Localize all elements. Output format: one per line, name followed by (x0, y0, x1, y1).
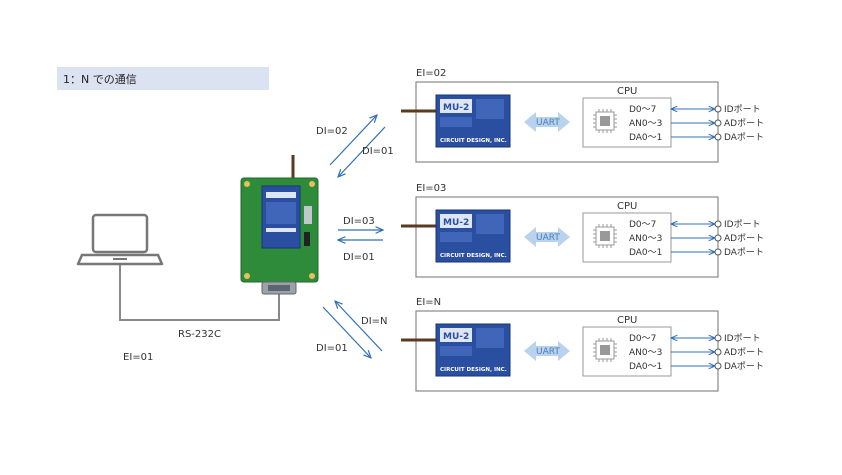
module-maker: CIRCUIT DESIGN, INC. (440, 138, 507, 144)
mu2-module-icon: MU-2 CIRCUIT DESIGN, INC. (435, 209, 511, 263)
link3-bottom-label: DI=01 (316, 343, 348, 354)
link2-bottom-label: DI=01 (343, 252, 375, 263)
laptop-icon (76, 213, 164, 266)
page-title: 1：N での通信 (63, 73, 137, 86)
signal-da: DA0〜1 (629, 362, 662, 372)
signal-d: D0〜7 (629, 334, 656, 344)
host-board-icon (240, 155, 319, 295)
port-ad: ADポート (724, 118, 764, 129)
signal-d: D0〜7 (629, 105, 656, 115)
node-ei-label: EI=N (416, 297, 441, 308)
uart-arrow-icon (524, 112, 570, 132)
radio-links (322, 115, 386, 358)
remote-node: EI=02 MU-2 CIRCUIT DESIGN, INC. UART CPU… (401, 68, 764, 163)
signal-da: DA0〜1 (629, 248, 662, 258)
cpu-label: CPU (617, 201, 637, 212)
cpu-label: CPU (617, 315, 637, 326)
rs232c-label: RS-232C (178, 329, 221, 340)
node-ei-label: EI=02 (416, 68, 446, 79)
mu2-module-icon: MU-2 CIRCUIT DESIGN, INC. (435, 94, 511, 148)
module-maker: CIRCUIT DESIGN, INC. (440, 367, 507, 373)
port-ad: ADポート (724, 347, 764, 358)
module-maker: CIRCUIT DESIGN, INC. (440, 253, 507, 259)
signal-an: AN0〜3 (629, 119, 662, 129)
remote-node: EI=03 MU-2 CIRCUIT DESIGN, INC. UART CPU… (401, 183, 764, 278)
signal-an: AN0〜3 (629, 348, 662, 358)
uart-arrow-icon (524, 341, 570, 361)
signal-an: AN0〜3 (629, 234, 662, 244)
port-id: IDポート (724, 219, 761, 230)
chip-icon (593, 338, 617, 362)
port-id: IDポート (724, 104, 761, 115)
module-name: MU-2 (443, 332, 469, 342)
port-da: DAポート (724, 247, 764, 258)
port-ad: ADポート (724, 233, 764, 244)
port-id: IDポート (724, 333, 761, 344)
link2-top-label: DI=03 (343, 216, 375, 227)
uart-label: UART (536, 233, 560, 243)
signal-d: D0〜7 (629, 220, 656, 230)
node-ei-label: EI=03 (416, 183, 446, 194)
mu2-module-icon: MU-2 CIRCUIT DESIGN, INC. (435, 323, 511, 377)
link1-top-label: DI=02 (316, 126, 348, 137)
signal-da: DA0〜1 (629, 133, 662, 143)
remote-node: EI=N MU-2 CIRCUIT DESIGN, INC. UART CPU … (401, 297, 764, 392)
uart-label: UART (536, 118, 560, 128)
rs232c-cable (119, 265, 280, 321)
cpu-label: CPU (617, 86, 637, 97)
port-da: DAポート (724, 361, 764, 372)
link3-top-label: DI=N (361, 316, 388, 327)
uart-label: UART (536, 347, 560, 357)
title-bar: 1：N での通信 (57, 67, 269, 90)
module-name: MU-2 (443, 218, 469, 228)
host-ei-label: EI=01 (123, 352, 153, 363)
uart-arrow-icon (524, 227, 570, 247)
chip-icon (593, 224, 617, 248)
port-da: DAポート (724, 132, 764, 143)
chip-icon (593, 109, 617, 133)
link1-bottom-label: DI=01 (362, 146, 394, 157)
module-name: MU-2 (443, 103, 469, 113)
